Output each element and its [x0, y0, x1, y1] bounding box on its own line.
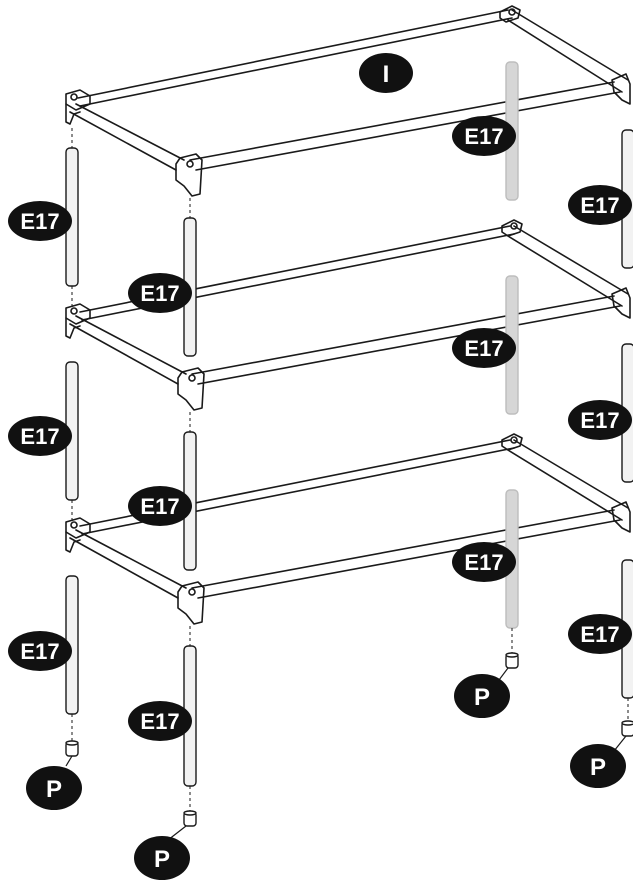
part-badge-e17: E17 [128, 701, 192, 741]
svg-text:E17: E17 [464, 550, 503, 575]
foot-left [65, 740, 79, 757]
part-badge-p: P [134, 836, 190, 880]
svg-text:E17: E17 [140, 494, 179, 519]
part-badge-i: I [359, 53, 413, 93]
svg-text:E17: E17 [580, 408, 619, 433]
part-badge-p: P [26, 766, 82, 810]
svg-text:E17: E17 [464, 336, 503, 361]
part-badge-e17: E17 [128, 486, 192, 526]
part-badge-p: P [454, 674, 510, 718]
svg-text:P: P [46, 776, 62, 803]
foot-right [621, 720, 633, 737]
svg-text:E17: E17 [580, 622, 619, 647]
svg-text:E17: E17 [20, 424, 59, 449]
part-badge-e17: E17 [8, 631, 72, 671]
foot-front [183, 810, 197, 827]
part-badge-e17: E17 [452, 328, 516, 368]
shelf-frames [65, 5, 631, 625]
svg-text:P: P [590, 754, 606, 781]
part-badge-e17: E17 [128, 273, 192, 313]
svg-text:E17: E17 [20, 209, 59, 234]
poles [65, 61, 633, 787]
svg-text:E17: E17 [140, 709, 179, 734]
part-badge-e17: E17 [568, 614, 632, 654]
svg-text:E17: E17 [140, 281, 179, 306]
frame-tier-1 [65, 5, 631, 197]
part-badge-e17: E17 [568, 185, 632, 225]
part-badge-e17: E17 [452, 116, 516, 156]
part-badge-e17: E17 [8, 201, 72, 241]
svg-text:E17: E17 [464, 124, 503, 149]
svg-text:E17: E17 [20, 639, 59, 664]
part-badge-e17: E17 [568, 400, 632, 440]
part-badge-e17: E17 [452, 542, 516, 582]
part-badge-e17: E17 [8, 416, 72, 456]
frame-tier-3 [65, 433, 631, 625]
svg-text:P: P [474, 684, 490, 711]
svg-text:P: P [154, 846, 170, 873]
part-badge-p: P [570, 744, 626, 788]
feet [65, 652, 633, 827]
frame-tier-2 [65, 219, 631, 411]
svg-text:E17: E17 [580, 193, 619, 218]
leader-lines [65, 667, 627, 841]
guide-lines [71, 128, 629, 812]
svg-text:I: I [383, 61, 390, 88]
foot-back [505, 652, 519, 669]
